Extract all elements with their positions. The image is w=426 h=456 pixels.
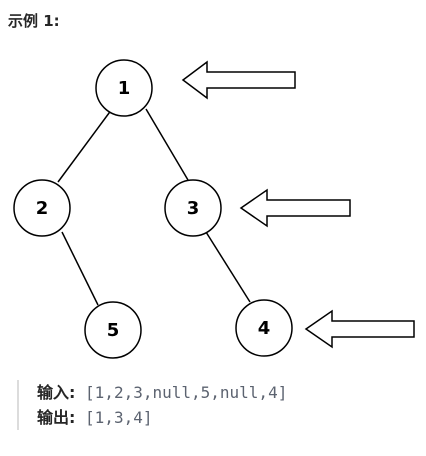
node-label-3: 3 xyxy=(187,198,200,219)
example-heading: 示例 1: xyxy=(8,12,60,30)
arrow-icon-node-1 xyxy=(181,60,296,100)
node-label-1: 1 xyxy=(118,78,131,99)
binary-tree-diagram: 1 2 3 5 4 xyxy=(13,59,415,359)
node-label-4: 4 xyxy=(258,318,271,339)
input-value: [1,2,3,null,5,null,4] xyxy=(75,383,288,402)
node-label-5: 5 xyxy=(107,320,120,341)
tree-node-2: 2 xyxy=(13,179,71,237)
tree-node-1: 1 xyxy=(95,59,153,117)
node-label-2: 2 xyxy=(36,198,49,219)
edge-1-2 xyxy=(57,108,113,183)
output-label: 输出: xyxy=(37,408,76,427)
arrow-icon-node-3 xyxy=(239,188,351,228)
output-line: 输出: [1,3,4] xyxy=(37,405,426,430)
example-code-block: 输入: [1,2,3,null,5,null,4] 输出: [1,3,4] xyxy=(17,380,426,430)
edge-2-5 xyxy=(61,231,99,306)
input-label: 输入: xyxy=(37,383,76,402)
edge-3-4 xyxy=(205,231,251,303)
edge-1-3 xyxy=(145,108,189,181)
tree-node-4: 4 xyxy=(235,299,293,357)
tree-node-5: 5 xyxy=(84,301,142,359)
input-line: 输入: [1,2,3,null,5,null,4] xyxy=(37,380,426,405)
output-value: [1,3,4] xyxy=(75,408,153,427)
tree-node-3: 3 xyxy=(164,179,222,237)
arrow-icon-node-4 xyxy=(304,309,415,349)
